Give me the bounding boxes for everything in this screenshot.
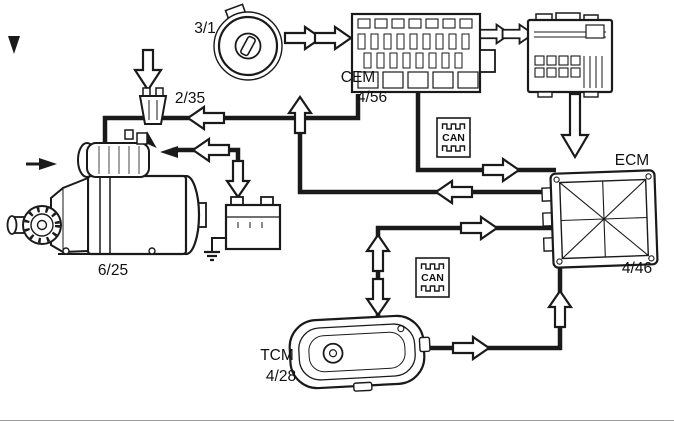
cem-fuse-row-1: [357, 33, 470, 50]
solenoid-terminal-2: [124, 129, 134, 140]
component-labels: 3/1 2/35 CEM 4/56 ECM 4/46 TCM 4/28 6/25: [98, 20, 652, 385]
cem-name-label: CEM: [341, 69, 375, 86]
connector-label: 2/35: [175, 90, 205, 107]
pinion-gear-hub: [36, 219, 48, 231]
starter-label: 6/25: [98, 262, 128, 279]
cem-fuse-row-top: [357, 18, 473, 29]
starter-body-bands: [99, 176, 111, 254]
battery-illustration: [204, 196, 282, 262]
solenoid-body: [86, 142, 150, 178]
arrow-module-to-ecm: [560, 92, 590, 160]
can-symbol-upper: CAN: [436, 117, 471, 158]
solenoid-terminal-1: [136, 132, 148, 145]
connector-pins: [148, 100, 158, 120]
arrow-tcm-to-ecm-right: [451, 335, 491, 361]
tcm-ring-inner: [308, 331, 406, 373]
flow-arrows: [132, 23, 590, 361]
arrow-switch-to-cem-2: [313, 25, 353, 51]
tcm-bolt: [397, 325, 405, 333]
arrow-tcm-can-up: [365, 233, 391, 273]
ground-symbol: [204, 250, 220, 262]
module-fuse-grid: [534, 55, 581, 78]
arrow-into-starter-top: [160, 146, 178, 158]
tcm-ref-label: 4/28: [266, 368, 296, 385]
tcm-ring-mid: [298, 323, 416, 381]
ecm-screw-tl: [553, 176, 560, 183]
arrow-up-into-ecm: [547, 289, 573, 329]
arrow-ecm-to-cem-left: [434, 179, 474, 205]
starter-motor-illustration: [6, 129, 207, 256]
relay-fuse-module-illustration: [526, 12, 614, 98]
can-symbol-lower: CAN: [415, 257, 450, 298]
pinion-tip: [6, 215, 18, 235]
battery-body: [224, 203, 282, 251]
ecm-ref-label: 4/46: [622, 260, 652, 277]
arrow-into-cem-up: [287, 95, 313, 135]
module-top-right-block: [585, 24, 605, 39]
arrow-can-to-ecm-right: [481, 157, 521, 183]
tcm-name-label: TCM: [260, 347, 294, 364]
arrow-down-to-connector: [132, 48, 164, 93]
cem-side-tab: [479, 49, 496, 73]
can-lower-label: CAN: [421, 272, 444, 284]
arrow-to-battery-down: [225, 159, 251, 199]
module-foot-right: [583, 91, 599, 98]
wire-ecm-to-cem: [297, 134, 556, 195]
arrow-into-starter-front: [39, 158, 57, 170]
ecm-screw-tr: [645, 173, 652, 180]
starter-bolt-left: [62, 247, 70, 255]
tcm-stub-right: [418, 336, 431, 353]
ecm-cross-pattern: [559, 179, 649, 259]
pinion-gear-teeth: [24, 207, 60, 243]
module-foot-left: [537, 91, 553, 98]
connector-tab-right: [155, 87, 164, 97]
tcm-stub-bottom: [353, 381, 373, 392]
ignition-switch-illustration: [213, 3, 283, 81]
connector-body: [138, 95, 168, 125]
can-upper-label: CAN: [442, 132, 465, 144]
ecm-screw-br: [648, 255, 655, 262]
cem-module-illustration: [350, 12, 496, 94]
ignition-switch-label: 3/1: [194, 20, 216, 37]
ecm-screw-bl: [556, 258, 563, 265]
arrow-battery-line-left: [191, 137, 231, 163]
wire-tcm-can-to-ecm: [375, 225, 556, 330]
connector-illustration: [138, 87, 168, 125]
ignition-key-slot: [240, 35, 256, 57]
ecm-name-label: ECM: [615, 152, 649, 169]
battery-ground-wire: [211, 237, 226, 252]
cem-ref-label: 4/56: [357, 89, 387, 106]
module-hatch: [583, 56, 603, 88]
tcm-module-illustration: [288, 314, 431, 392]
arrow-top-left-down: [8, 36, 20, 54]
arrow-cem-line-left: [186, 105, 226, 131]
arrow-can-line-to-ecm: [459, 215, 499, 241]
ecm-module-illustration: [541, 169, 659, 269]
wire-cem-to-starter: [102, 94, 361, 147]
cem-fuse-row-2: [363, 52, 463, 69]
arrow-tcm-can-down: [365, 277, 391, 317]
battery-cell-marks: [237, 222, 263, 228]
cem-relay-row: [357, 71, 479, 89]
tcm-shaft-inner: [328, 349, 338, 358]
connector-tab-left: [142, 87, 151, 97]
starter-bolt-right: [148, 247, 156, 255]
starter-body: [86, 174, 188, 256]
solenoid-windings: [98, 146, 140, 174]
